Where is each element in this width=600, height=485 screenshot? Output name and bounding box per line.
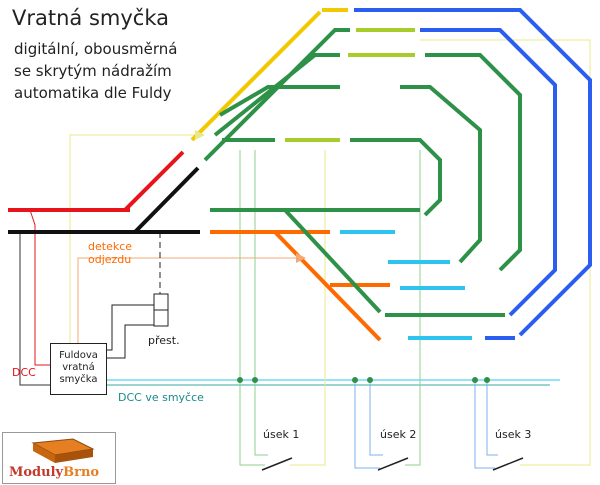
yellow-arrow xyxy=(195,130,205,140)
track-blue-second xyxy=(420,28,557,317)
label-detekce: detekce xyxy=(88,240,133,253)
track-orange-diag xyxy=(273,230,382,342)
yellow-detect-wire xyxy=(69,134,195,343)
junction-dot-5 xyxy=(472,377,478,383)
logo-text-part1: Moduly xyxy=(9,465,64,480)
fulda-control-box: Fuldova vratná smyčka xyxy=(50,343,107,395)
box-to-switch-wire-b xyxy=(105,324,155,359)
label-usek-1: úsek 1 xyxy=(263,428,300,441)
label-dcc-loop: DCC ve smyčce xyxy=(118,391,204,404)
usek1-return xyxy=(290,150,326,466)
subtitle-line-1: digitální, obousměrná xyxy=(14,40,178,58)
label-dcc: DCC xyxy=(12,366,36,379)
track-green-diag xyxy=(283,208,382,314)
subtitle-line-3: automatika dle Fuldy xyxy=(14,84,172,102)
track-red-branch xyxy=(123,150,185,212)
switch-contact-2 xyxy=(377,457,409,471)
box-line-2: vratná xyxy=(62,362,95,373)
usek2-feeder-b xyxy=(369,380,383,456)
dcc-red-wire xyxy=(29,209,50,366)
track-black-branch xyxy=(133,166,200,234)
track-blue-outer xyxy=(354,8,592,337)
box-line-1: Fuldova xyxy=(59,350,98,361)
label-usek-2: úsek 2 xyxy=(380,428,417,441)
usek3-return xyxy=(420,39,591,466)
logo-text-part2: Brno xyxy=(63,465,100,480)
dcc-black-wire xyxy=(19,232,50,386)
track-green-inner-right xyxy=(350,138,442,217)
junction-dot-1 xyxy=(237,377,243,383)
junction-dot-4 xyxy=(367,377,373,383)
label-odjezdu: odjezdu xyxy=(88,253,132,266)
switch-contact-3 xyxy=(492,457,524,471)
usek1-feeder-a xyxy=(239,150,265,466)
box-to-switch-wire-a xyxy=(105,304,155,351)
orange-arrow xyxy=(296,253,306,263)
track-green-third-right xyxy=(425,53,522,272)
logo-icon xyxy=(31,438,95,463)
usek3-feeder-b xyxy=(486,380,498,456)
usek2-return xyxy=(405,150,421,466)
label-prest: přest. xyxy=(148,334,180,347)
logo-text: ModulyBrno xyxy=(9,465,99,480)
junction-dot-2 xyxy=(252,377,258,383)
usek1-feeder-b xyxy=(254,150,268,456)
label-usek-3: úsek 3 xyxy=(495,428,532,441)
junction-dot-6 xyxy=(484,377,490,383)
subtitle-line-2: se skrytým nádražím xyxy=(14,62,172,80)
track-green-outer xyxy=(203,28,350,162)
junction-dot-3 xyxy=(352,377,358,383)
track-green-fourth-right xyxy=(400,85,482,264)
usek2-feeder-a xyxy=(354,380,380,469)
logo: ModulyBrno xyxy=(2,432,116,484)
track-green-third xyxy=(213,53,340,137)
track-green-fourth xyxy=(218,85,340,117)
orange-detect-wire xyxy=(77,257,298,343)
usek3-feeder-a xyxy=(474,380,495,469)
box-line-3: smyčka xyxy=(59,374,98,385)
page-title: Vratná smyčka xyxy=(12,6,169,30)
switch-contact-1 xyxy=(261,457,293,471)
track-yellow-diag xyxy=(190,10,322,142)
